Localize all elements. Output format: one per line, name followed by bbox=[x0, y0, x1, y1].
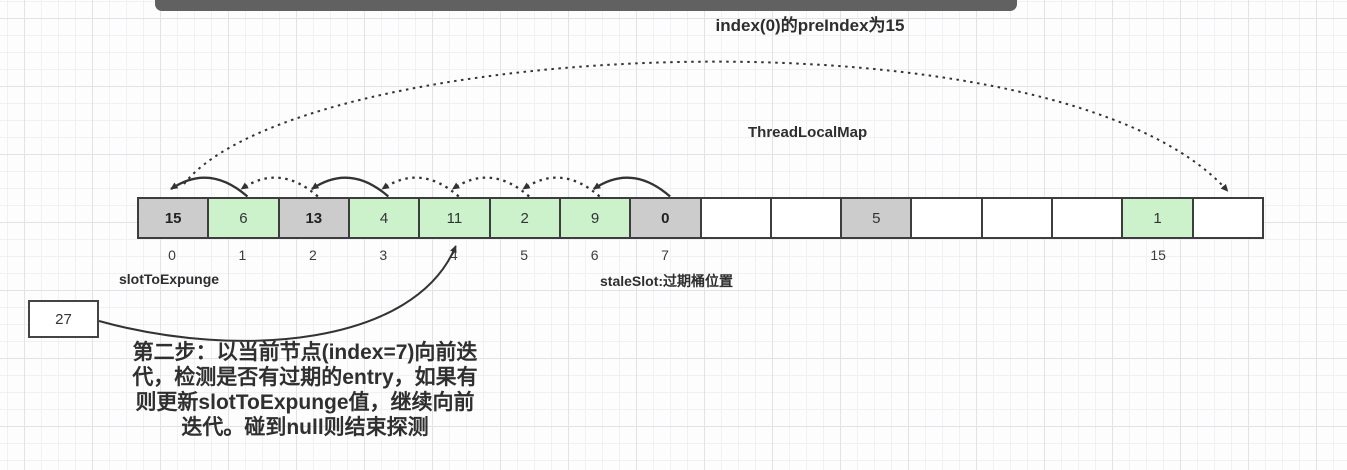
array-cell-2: 13 bbox=[279, 199, 350, 237]
array-cell-5: 2 bbox=[490, 199, 561, 237]
back-hop-arrow-2-to-1 bbox=[240, 176, 319, 198]
array-cell-8 bbox=[701, 199, 772, 237]
array-cell-1: 6 bbox=[209, 199, 280, 237]
index-label-3: 3 bbox=[379, 247, 388, 263]
array-cell-9 bbox=[771, 199, 843, 237]
array-cell-3: 4 bbox=[349, 199, 421, 237]
stale-slot-label: staleSlot:过期桶位置 bbox=[600, 273, 734, 289]
index-label-7: 7 bbox=[661, 247, 669, 263]
array-cell-0: 15 bbox=[139, 199, 210, 237]
note-text: 第二步：以当前节点(index=7)向前迭 代，检测是否有过期的entry，如果… bbox=[132, 341, 478, 439]
back-hop-arrow-4-to-3 bbox=[381, 176, 460, 198]
index-label-6: 6 bbox=[590, 247, 599, 263]
array-cell-7: 0 bbox=[631, 199, 702, 237]
array-cell-12 bbox=[982, 199, 1054, 237]
index-label-2: 2 bbox=[308, 247, 317, 263]
array-cell-10: 5 bbox=[842, 199, 913, 237]
array-cell-6: 9 bbox=[560, 199, 632, 237]
index-label-0: 0 bbox=[168, 247, 176, 263]
wrap-around-arrow-0-to-15 bbox=[183, 60, 1229, 192]
slot-to-expunge-label: slotToExpunge bbox=[119, 271, 220, 287]
index-label-15: 15 bbox=[1150, 247, 1166, 263]
index-label-5: 5 bbox=[520, 247, 529, 263]
ref-value-box: 27 bbox=[28, 300, 99, 338]
array-cell-13 bbox=[1053, 199, 1124, 237]
index-label-4: 4 bbox=[449, 247, 458, 263]
toolbar-remnant bbox=[155, 0, 1017, 11]
array-cell-4: 11 bbox=[420, 199, 491, 237]
back-hop-arrow-1-to-0 bbox=[170, 176, 249, 198]
back-hop-arrow-6-to-5 bbox=[522, 176, 601, 198]
array-cell-11 bbox=[912, 199, 983, 237]
back-hop-arrow-5-to-4 bbox=[451, 176, 530, 198]
threadlocalmap-label: ThreadLocalMap bbox=[748, 124, 868, 141]
array-cell-14: 1 bbox=[1123, 199, 1194, 237]
index-label-1: 1 bbox=[238, 247, 247, 263]
back-hop-arrow-3-to-2 bbox=[311, 176, 390, 198]
ref-value: 27 bbox=[55, 310, 72, 328]
diagram-title: index(0)的preIndex为15 bbox=[715, 16, 905, 35]
array-cell-15 bbox=[1193, 199, 1262, 237]
back-hop-arrow-7-to-6 bbox=[592, 176, 671, 198]
